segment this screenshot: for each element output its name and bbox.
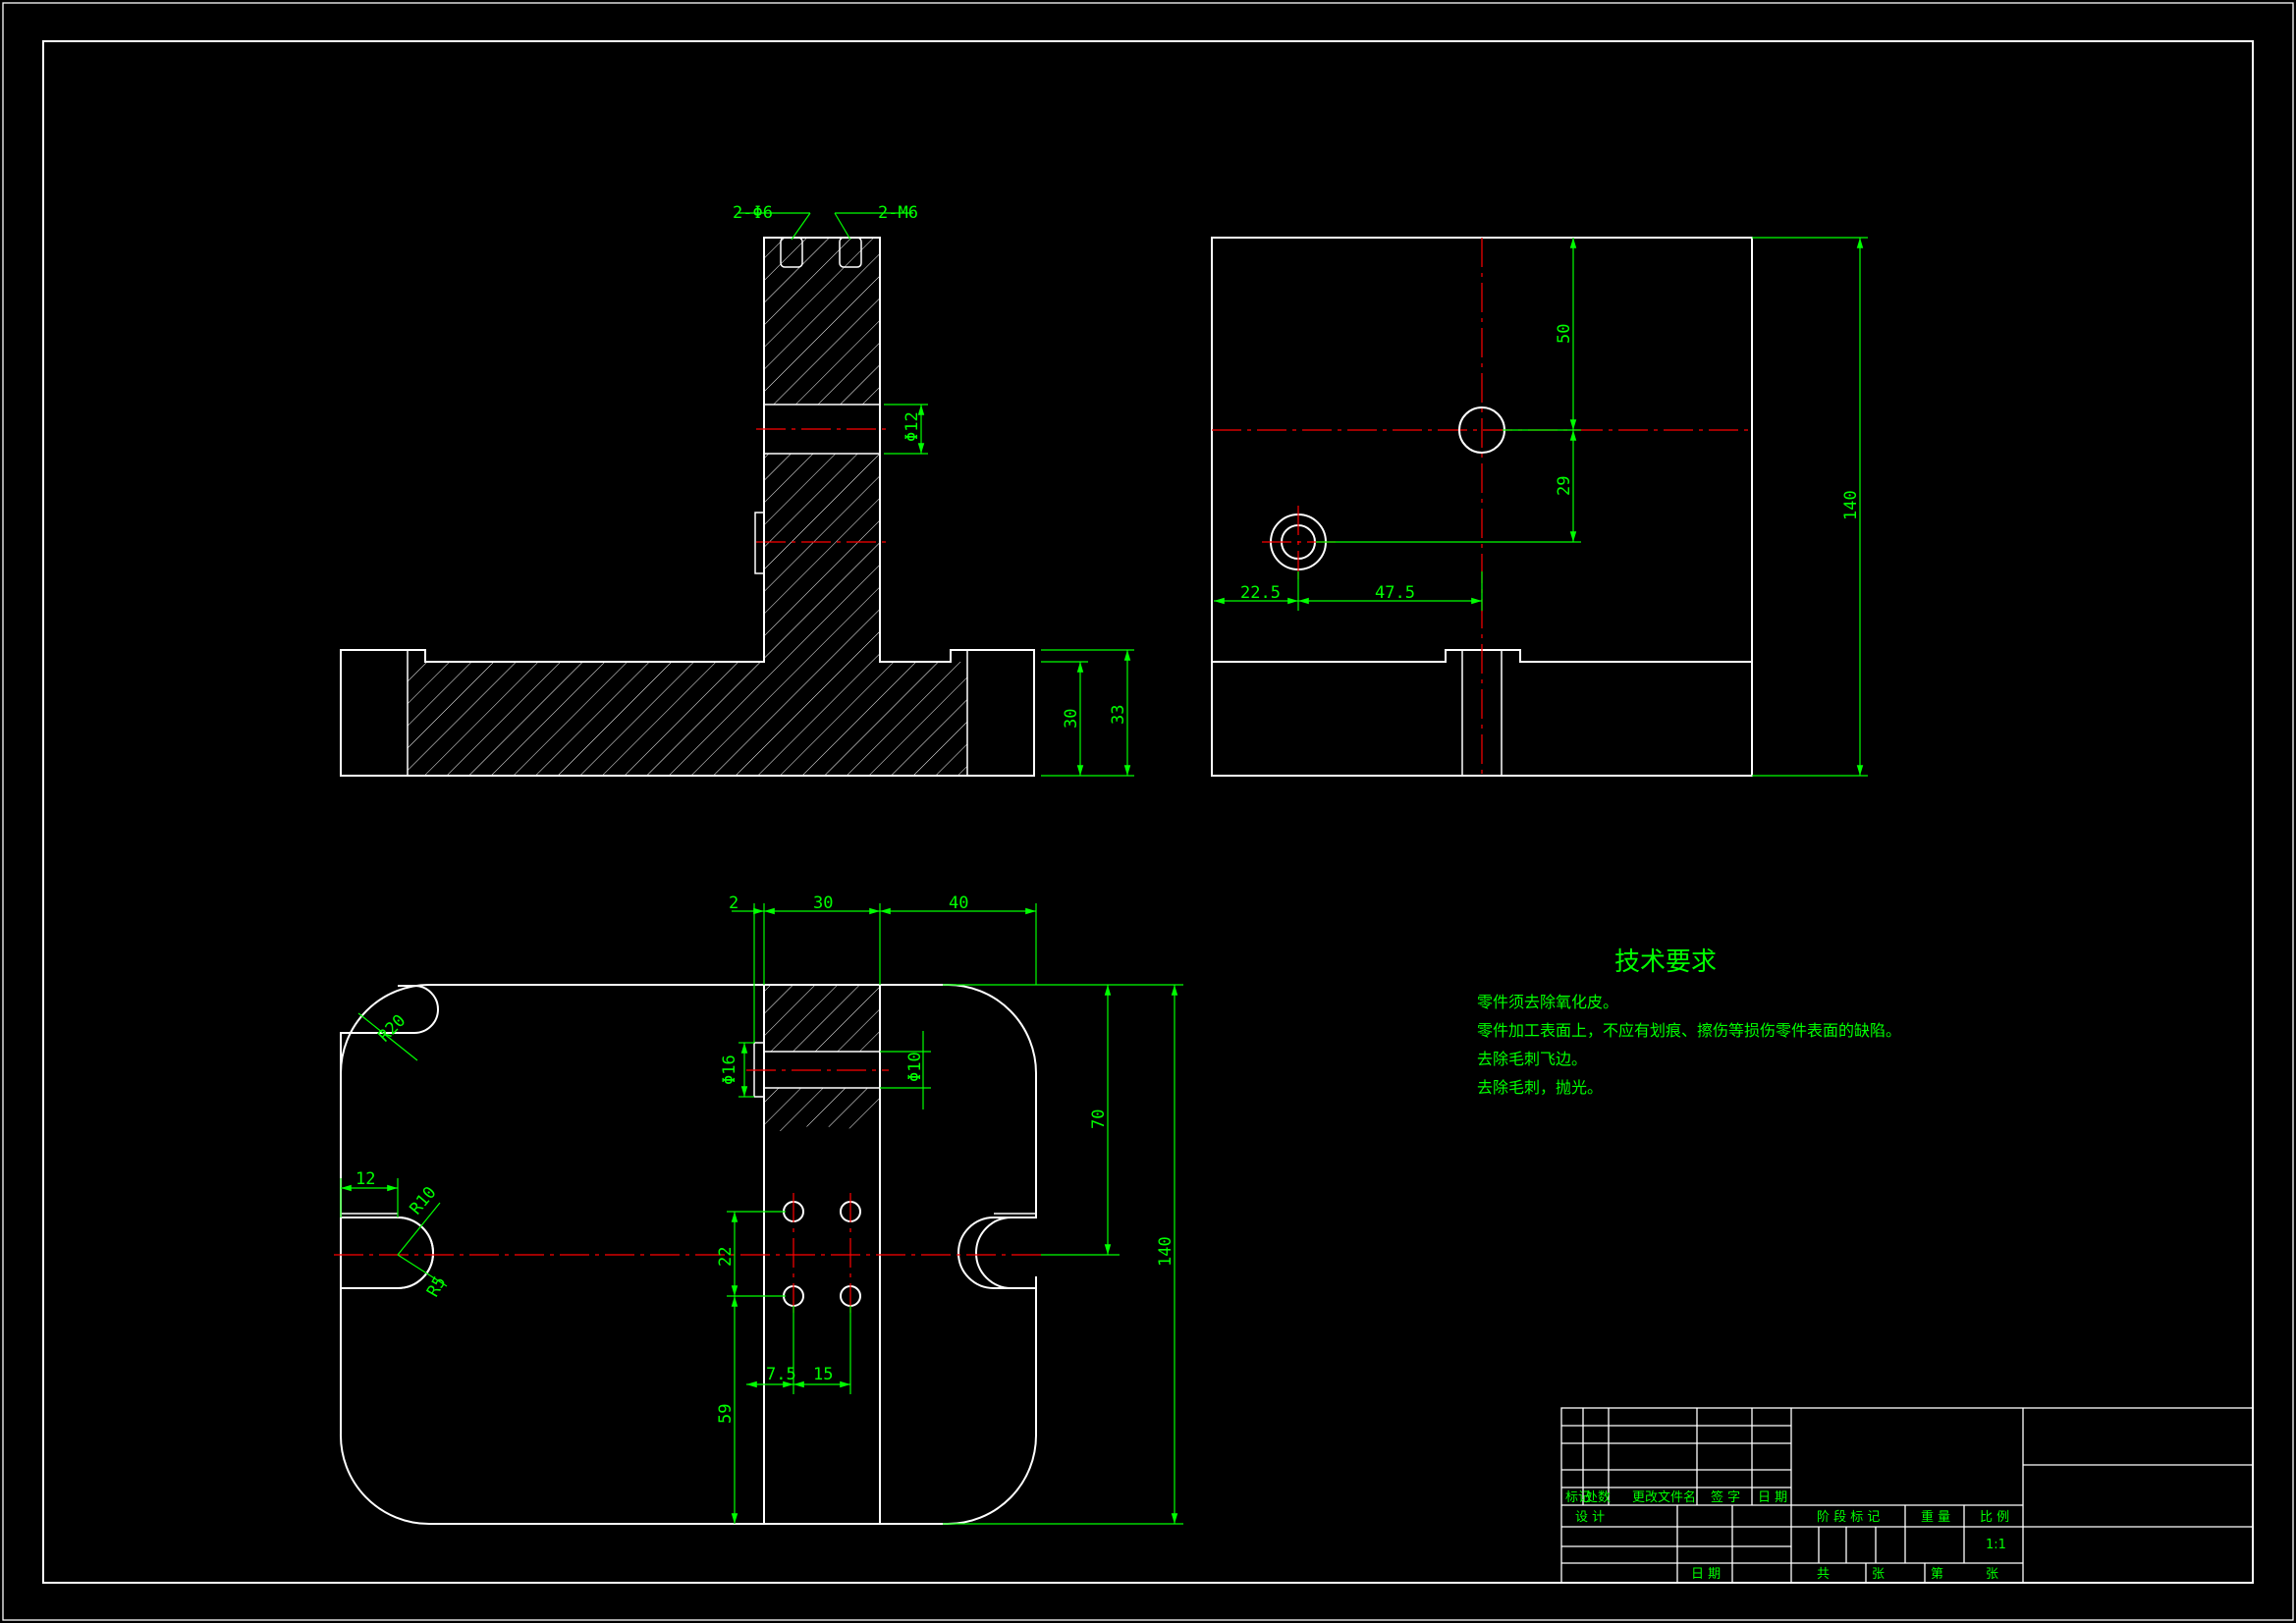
dim-R20: R20 <box>374 1011 410 1047</box>
dim-40: 40 <box>949 893 968 913</box>
callout-2-m6: 2-M6 <box>878 203 918 223</box>
title-block-frame <box>1560 1407 2254 1584</box>
front-hatch-base <box>408 662 967 776</box>
dim-50: 50 <box>1555 324 1574 344</box>
dim-R10: R10 <box>407 1183 441 1218</box>
dim-29: 29 <box>1555 476 1574 496</box>
tb-label-design: 设 计 <box>1575 1510 1605 1525</box>
dim-phi16: Φ16 <box>720 1055 739 1085</box>
tech-item-1: 零件须去除氧化皮。 <box>1477 993 1618 1011</box>
dim-33: 33 <box>1109 705 1128 725</box>
tb-label-sheet-unit-2: 张 <box>1986 1567 1998 1582</box>
tb-label-scale: 比 例 <box>1980 1510 2009 1525</box>
dim-phi12: Φ12 <box>902 411 922 442</box>
leader-R5 <box>397 1254 448 1287</box>
tech-item-4: 去除毛刺，抛光。 <box>1477 1078 1603 1097</box>
dim-12: 12 <box>355 1169 375 1189</box>
tb-label-total: 共 <box>1817 1567 1830 1582</box>
front-side-tab <box>754 512 765 574</box>
dim-140-side: 140 <box>1841 490 1861 520</box>
technical-requirements: 技术要求 零件须去除氧化皮。 零件加工表面上，不应有划痕、擦伤等损伤零件表面的缺… <box>1477 947 1901 1097</box>
leader-R10 <box>397 1202 441 1256</box>
tb-label-sheet-unit: 张 <box>1872 1567 1885 1582</box>
dim-7-5: 7.5 <box>766 1365 796 1384</box>
tech-item-3: 去除毛刺飞边。 <box>1477 1050 1587 1068</box>
dim-R5: R5 <box>423 1273 451 1301</box>
front-top-hole-left <box>780 237 803 268</box>
dim-22-5: 22.5 <box>1240 583 1281 603</box>
tb-label-sign: 签 字 <box>1711 1489 1740 1505</box>
top-slot-left <box>341 1217 434 1289</box>
dim-47-5: 47.5 <box>1375 583 1415 603</box>
callout-2-phi6: 2-Φ6 <box>733 203 773 223</box>
tb-label-doc: 更改文件名 <box>1632 1489 1696 1505</box>
front-view: 2-Φ6 2-M6 Φ12 30 33 <box>340 203 1134 777</box>
dim-22: 22 <box>716 1247 736 1267</box>
dim-30-top: 30 <box>813 893 833 913</box>
leader-R20 <box>357 1012 418 1061</box>
dim-15: 15 <box>813 1365 833 1384</box>
dim-70: 70 <box>1089 1109 1109 1129</box>
tb-label-stage: 阶 段 标 记 <box>1817 1510 1880 1525</box>
front-outline <box>340 237 1035 777</box>
tb-label-weight: 重 量 <box>1921 1509 1950 1525</box>
tech-heading: 技术要求 <box>1614 947 1717 977</box>
top-view: 2 30 40 R20 Φ16 Φ10 70 140 12 R10 R5 <box>334 893 1183 1525</box>
tb-label-count: 处数 <box>1585 1490 1611 1505</box>
callout-leader-right-2 <box>834 212 851 241</box>
tb-scale-value: 1:1 <box>1986 1538 2006 1552</box>
dim-phi10: Φ10 <box>905 1052 925 1082</box>
top-hatch-upper <box>764 985 880 1052</box>
top-slot-right <box>957 1217 1036 1289</box>
tb-label-mark: 标记 <box>1565 1490 1591 1505</box>
dim-2: 2 <box>729 893 738 913</box>
inner-border <box>42 40 2254 1584</box>
top-hatch-lower <box>764 1088 880 1132</box>
tb-label-sheet: 第 <box>1931 1567 1943 1582</box>
front-hatch-mid <box>764 454 880 662</box>
front-top-hole-right <box>839 237 862 268</box>
tech-item-2: 零件加工表面上，不应有划痕、擦伤等损伤零件表面的缺陷。 <box>1477 1021 1901 1040</box>
title-block: 标记 处数 更改文件名 签 字 日 期 设 计 日 期 阶 段 标 记 重 量 … <box>1560 1407 2254 1584</box>
dim-59: 59 <box>716 1404 736 1424</box>
side-view: 50 29 140 22.5 47.5 <box>1211 237 1868 777</box>
tb-label-date-2: 日 期 <box>1691 1567 1721 1582</box>
dim-140-top: 140 <box>1156 1236 1175 1267</box>
dim-30: 30 <box>1062 709 1081 729</box>
side-step <box>1212 649 1752 663</box>
tb-label-date: 日 期 <box>1758 1490 1787 1505</box>
callout-leader-left-2 <box>791 212 811 241</box>
